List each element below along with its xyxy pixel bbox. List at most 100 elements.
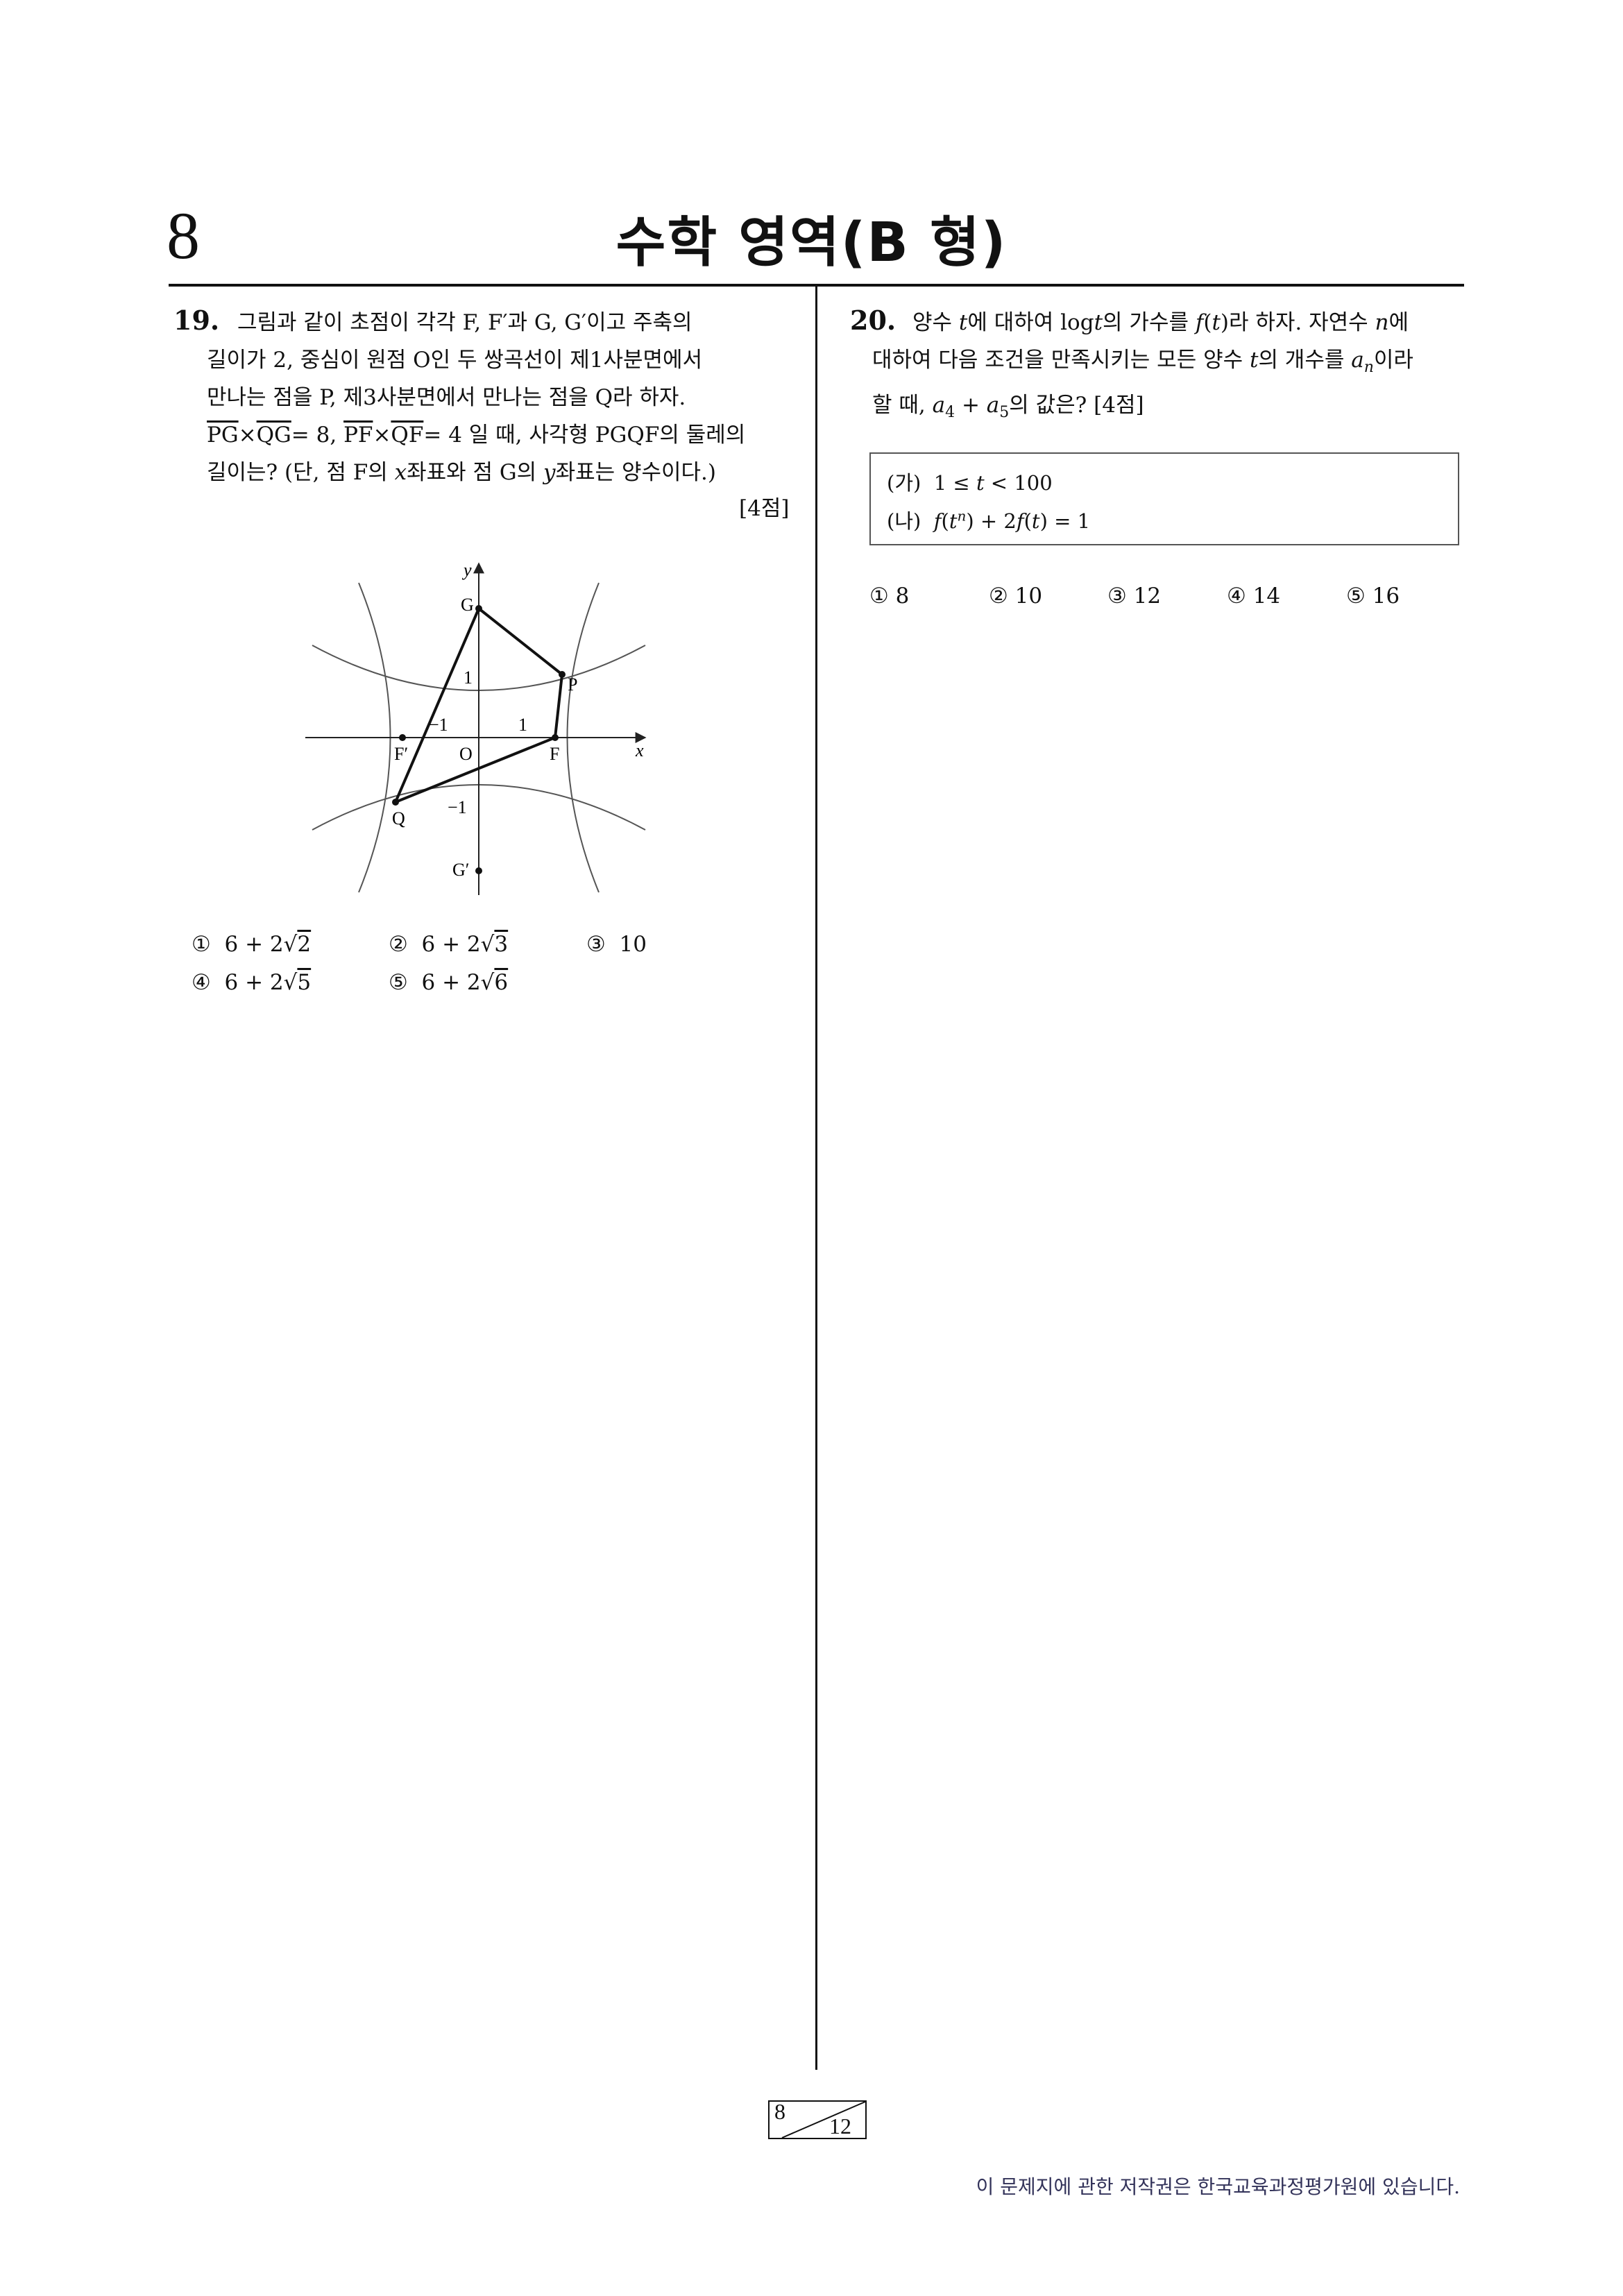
choice-text: 10 <box>619 932 647 957</box>
label-p: P <box>568 674 577 695</box>
choice-marker: ③ <box>1107 584 1127 609</box>
page-current: 8 <box>774 2099 785 2124</box>
q20-line-2: 대하여 다음 조건을 만족시키는 모든 양수 t의 개수를 an이라 <box>872 341 1413 386</box>
label-q: Q <box>392 808 405 828</box>
q19-choice-1[interactable]: ① 6 + 2√2 <box>192 932 311 957</box>
condition-na: (나) f(tn) + 2f(t) = 1 <box>887 505 1090 534</box>
q20-l2-a: 대하여 다음 조건을 만족시키는 모든 양수 <box>872 348 1250 373</box>
subscript-n: n <box>1363 359 1374 377</box>
q20-choice-5[interactable]: ⑤ 16 <box>1346 584 1400 609</box>
choice-marker: ① <box>869 584 889 609</box>
q19-choice-2[interactable]: ② 6 + 2√3 <box>389 932 508 957</box>
q19-line-5: 길이는? (단, 점 F의 x좌표와 점 G의 y좌표는 양수이다.) <box>207 454 745 491</box>
equals-4-text: = 4 일 때, 사각형 PGQF의 둘레의 <box>423 423 746 448</box>
label-g: G <box>461 595 474 615</box>
q19-text-1: 그림과 같이 초점이 각각 F, F′과 G, G′이고 주축의 <box>237 310 692 335</box>
superscript-n: n <box>957 507 967 525</box>
var-t: t <box>949 509 958 533</box>
subscript-5: 5 <box>999 404 1010 422</box>
q20-choice-2[interactable]: ② 10 <box>989 584 1042 609</box>
choice-text: 12 <box>1133 584 1162 609</box>
label-origin: O <box>459 744 473 764</box>
q20-l1-c: 의 가수를 <box>1103 310 1196 335</box>
q20-choice-4[interactable]: ④ 14 <box>1227 584 1280 609</box>
q19-line-2: 길이가 2, 중심이 원점 O인 두 쌍곡선이 제1사분면에서 <box>207 348 703 373</box>
sqrt-sign: √ <box>480 932 495 957</box>
choice-text: 6 + 2 <box>421 932 481 957</box>
choice-marker: ① <box>192 932 211 957</box>
var-x: x <box>394 460 407 485</box>
choice-marker: ④ <box>1227 584 1246 609</box>
q20-l3-b: 의 값은? [4점] <box>1009 393 1144 418</box>
q20-choice-3[interactable]: ③ 12 <box>1107 584 1161 609</box>
label-f: F <box>550 744 559 764</box>
q19-choice-5[interactable]: ⑤ 6 + 2√6 <box>389 970 508 995</box>
point-f <box>552 734 559 741</box>
q20-l1-b: 에 대하여 log <box>967 310 1094 335</box>
x-axis-label: x <box>635 740 644 760</box>
condition-na-mid: ) + 2 <box>966 509 1017 533</box>
q20-l1-e: )라 하자. 자연수 <box>1220 310 1375 335</box>
choice-marker: ③ <box>586 932 606 957</box>
choice-text: 16 <box>1372 584 1400 609</box>
y-axis-label: y <box>461 560 472 580</box>
condition-na-post: ) = 1 <box>1039 509 1091 533</box>
paren-open: ( <box>1203 310 1212 335</box>
var-y: y <box>543 460 556 485</box>
q19-line-5-a: 길이는? (단, 점 F의 <box>207 460 395 485</box>
choice-text: 8 <box>895 584 910 609</box>
choice-radicand: 2 <box>297 932 312 957</box>
q20-l1-g: 에 <box>1388 310 1409 335</box>
q20-number: 20. <box>850 305 897 336</box>
choice-text: 6 + 2 <box>421 970 481 995</box>
times-sign: × <box>238 423 257 448</box>
page-title: 수학 영역(B 형) <box>615 212 1008 274</box>
var-t: t <box>958 310 968 335</box>
var-f: f <box>933 509 942 533</box>
var-t: t <box>976 471 985 495</box>
var-t: t <box>1249 348 1259 373</box>
q20-l2-c: 이라 <box>1373 348 1413 373</box>
condition-na-label: (나) <box>887 509 921 533</box>
q19-number: 19. <box>173 305 220 336</box>
condition-ga-pre: 1 ≤ <box>933 471 976 495</box>
var-a: a <box>986 393 1000 418</box>
hyperbola-figure: y x G P Q F F′ G′ O 1 −1 1 −1 <box>305 560 647 895</box>
point-p <box>559 671 566 678</box>
column-divider <box>815 287 817 2070</box>
var-a: a <box>932 393 946 418</box>
label-f-prime: F′ <box>394 744 408 764</box>
q20-choice-1[interactable]: ① 8 <box>869 584 909 609</box>
question-19: 19. 그림과 같이 초점이 각각 F, F′과 G, G′이고 주축의 길이가… <box>173 302 745 491</box>
paren-open: ( <box>1023 509 1032 533</box>
q19-choice-4[interactable]: ④ 6 + 2√5 <box>192 970 311 995</box>
point-q <box>392 799 399 806</box>
condition-ga: (가) 1 ≤ t < 100 <box>887 467 1053 496</box>
choice-marker: ④ <box>192 970 211 995</box>
var-t: t <box>1094 310 1103 335</box>
q19-choice-3[interactable]: ③ 10 <box>586 932 647 957</box>
choice-text: 14 <box>1252 584 1281 609</box>
equals-8: = 8, <box>291 423 344 448</box>
choice-marker: ② <box>389 932 408 957</box>
choice-marker: ⑤ <box>389 970 408 995</box>
q19-points: [4점] <box>739 496 790 521</box>
choice-marker: ⑤ <box>1346 584 1366 609</box>
segment-pg: PG <box>207 423 239 448</box>
choice-radicand: 3 <box>494 932 509 957</box>
copyright-notice: 이 문제지에 관한 저작권은 한국교육과정평가원에 있습니다. <box>976 2175 1460 2198</box>
q19-line-5-b: 좌표와 점 G의 <box>407 460 544 485</box>
q20-l2-b: 의 개수를 <box>1258 348 1352 373</box>
page-number: 8 <box>167 198 200 273</box>
choice-text: 10 <box>1014 584 1043 609</box>
q19-line-5-c: 좌표는 양수이다.) <box>555 460 717 485</box>
var-n: n <box>1375 310 1389 335</box>
segment-pf: PF <box>343 423 373 448</box>
q20-line-3: 할 때, a4 + a5의 값은? [4점] <box>872 386 1413 432</box>
var-f: f <box>1195 310 1204 335</box>
label-g-prime: G′ <box>452 860 469 880</box>
point-f-prime <box>399 734 406 741</box>
segment-qg: QG <box>256 423 291 448</box>
header-rule <box>169 284 1464 287</box>
subscript-4: 4 <box>945 404 955 422</box>
